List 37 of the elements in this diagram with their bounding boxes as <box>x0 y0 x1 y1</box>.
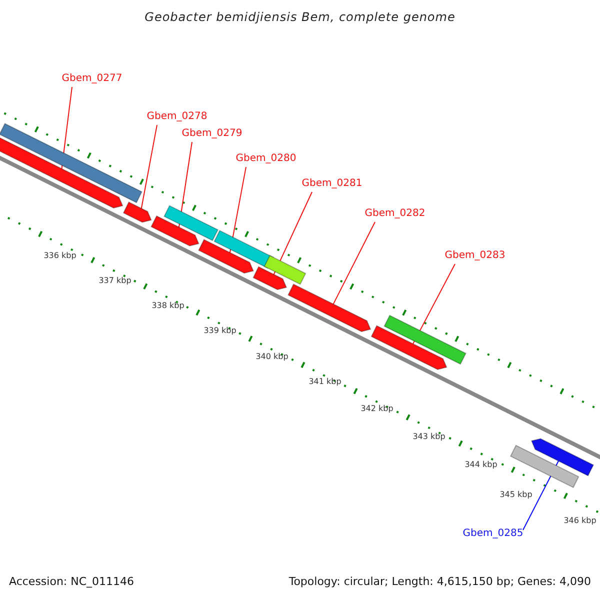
gene-bar <box>252 266 288 290</box>
position-label: 340 kbp <box>256 352 288 361</box>
gene-bar <box>510 444 580 488</box>
gene-bar <box>264 254 306 285</box>
gene-label: Gbem_0277 <box>62 73 122 84</box>
gene-bar <box>150 215 200 246</box>
gene-label: Gbem_0282 <box>364 208 426 219</box>
position-label: 346 kbp <box>564 516 596 525</box>
leader-line <box>140 124 158 209</box>
position-label: 343 kbp <box>412 432 446 441</box>
gene-bar <box>384 314 466 365</box>
gene-label: Gbem_0278 <box>146 111 208 122</box>
gene-bar <box>122 201 152 223</box>
title: Geobacter bemidjiensis Bem, complete genome <box>144 10 456 24</box>
gene-bar <box>370 325 448 370</box>
gene-bar <box>0 136 124 209</box>
gene-label: Gbem_0283 <box>444 250 506 261</box>
gene-label: Gbem_0280 <box>236 153 296 164</box>
position-label: 341 kbp <box>308 377 342 386</box>
gene-bar <box>0 122 142 204</box>
gene-label: Gbem_0281 <box>302 178 362 189</box>
leader-line <box>332 222 376 305</box>
position-label: 338 kbp <box>152 301 184 310</box>
gene-bar <box>530 438 594 476</box>
position-label: 342 kbp <box>360 404 394 413</box>
gene-bar <box>164 205 219 242</box>
gene-bar <box>288 284 372 332</box>
gene-label: Gbem_0285 <box>462 528 524 539</box>
position-label: 339 kbp <box>204 326 236 335</box>
position-label: 345 kbp <box>500 490 532 499</box>
gene-bar <box>198 238 254 274</box>
position-label: 336 kbp <box>44 251 76 260</box>
position-label: 344 kbp <box>464 460 498 469</box>
gene-label: Gbem_0279 <box>182 128 242 139</box>
accession-text: Accession: NC_011146 <box>9 575 134 588</box>
genome-summary: Topology: circular; Length: 4,615,150 bp; Genes: 4,090 <box>288 575 591 588</box>
position-label: 337 kbp <box>98 276 132 285</box>
